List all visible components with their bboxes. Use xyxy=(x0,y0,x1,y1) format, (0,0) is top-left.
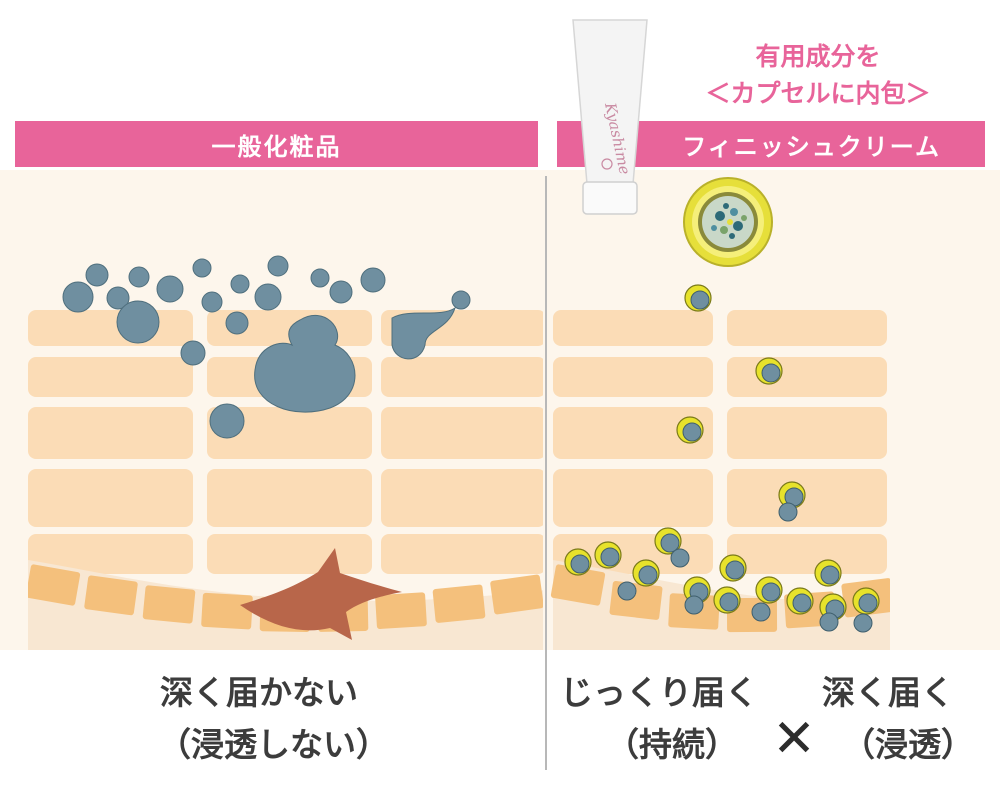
skin-cell xyxy=(381,469,543,527)
capsule-core xyxy=(761,363,781,383)
basal-cell xyxy=(201,592,253,630)
capsule-core xyxy=(820,565,840,585)
ingredient-blob-large xyxy=(254,314,356,413)
skin-cell xyxy=(381,534,543,574)
skin-cell xyxy=(727,310,887,346)
center-divider xyxy=(545,176,547,770)
skin-cell xyxy=(28,469,193,527)
capsule-core xyxy=(600,547,620,567)
capsule-core xyxy=(725,560,745,580)
capsule-core xyxy=(719,592,739,612)
basal-cell xyxy=(490,574,543,615)
skin-cell xyxy=(553,357,713,397)
ingredient-blob xyxy=(209,403,245,439)
ingredient-blob xyxy=(310,268,330,288)
ingredient-blob xyxy=(192,258,212,278)
skin-cell xyxy=(727,407,887,459)
skin-cell xyxy=(727,534,887,574)
ingredient-blob xyxy=(267,255,289,277)
product-tube-icon: Kyashime xyxy=(563,14,657,216)
ingredient-blobs-left xyxy=(62,255,471,439)
basal-cell xyxy=(375,592,427,629)
header-right-label: フィニッシュクリーム xyxy=(682,131,941,161)
skin-cell xyxy=(381,407,543,459)
capsule-callout: 有用成分を ＜カプセルに内包＞ xyxy=(668,38,968,112)
cross-icon: ✕ xyxy=(772,709,816,769)
capsule-core xyxy=(858,593,878,613)
basal-cell xyxy=(84,575,138,616)
skin-cell xyxy=(28,310,193,346)
skin-cell xyxy=(381,357,543,397)
caption-right-sustain: （持続） xyxy=(606,725,738,764)
ingredient-blob xyxy=(254,283,282,311)
basal-cell xyxy=(28,564,81,606)
skin-cells-right xyxy=(553,310,887,574)
capsule-core xyxy=(660,533,680,553)
ingredient-blob xyxy=(106,286,130,310)
capsule-core xyxy=(690,290,710,310)
capsule-icon xyxy=(683,177,773,267)
basal-cell xyxy=(432,584,486,623)
ingredient-blob xyxy=(156,275,184,303)
melanocyte-shape xyxy=(240,548,402,640)
released-ingredient xyxy=(617,581,637,601)
skin-cell xyxy=(727,357,887,397)
capsule-core xyxy=(682,422,702,442)
caption-right-penetrate: （浸透） xyxy=(842,725,974,764)
released-ingredient xyxy=(751,602,771,622)
skin-cell xyxy=(207,534,372,574)
capsules-right xyxy=(564,284,880,633)
skin-cell xyxy=(28,534,193,574)
caption-right-deep: 深く届く xyxy=(822,673,954,712)
basal-cell xyxy=(550,564,606,606)
capsule-core xyxy=(792,593,812,613)
skin-cell xyxy=(553,310,713,346)
released-ingredient xyxy=(853,613,873,633)
skin-cell xyxy=(28,357,193,397)
ingredient-blob xyxy=(225,311,249,335)
skin-cell xyxy=(553,407,713,459)
ingredient-blob xyxy=(230,274,250,294)
ingredient-blob xyxy=(201,291,223,313)
skin-cell xyxy=(28,407,193,459)
callout-line-2: ＜カプセルに内包＞ xyxy=(705,79,931,108)
released-ingredient xyxy=(778,502,798,522)
ingredient-blob xyxy=(451,290,471,310)
caption-left-line1: 深く届かない xyxy=(160,673,358,712)
capsule-core xyxy=(638,565,658,585)
basal-cell xyxy=(609,581,663,620)
skin-cell xyxy=(727,469,887,527)
ingredient-blob xyxy=(360,267,386,293)
skin-cell xyxy=(553,469,713,527)
released-ingredient xyxy=(684,595,704,615)
header-left-label: 一般化粧品 xyxy=(211,131,342,161)
ingredient-blob xyxy=(180,340,206,366)
basal-cell xyxy=(142,585,196,624)
callout-line-1: 有用成分を xyxy=(755,42,881,71)
caption-right-slow: じっくり届く xyxy=(560,673,758,712)
ingredient-blob xyxy=(85,263,109,287)
capsule-core xyxy=(570,554,590,574)
caption-left-line2: （浸透しない） xyxy=(158,725,389,764)
skin-cell xyxy=(207,407,372,459)
released-ingredient xyxy=(819,612,839,632)
ingredient-blob xyxy=(329,280,353,304)
ingredient-blob xyxy=(62,281,94,313)
skin-cell xyxy=(207,469,372,527)
ingredient-blob xyxy=(128,266,150,288)
ingredient-blob xyxy=(391,306,456,360)
ingredient-blob xyxy=(116,300,160,344)
header-general-cosmetics: 一般化粧品 xyxy=(15,121,538,167)
capsule-core xyxy=(761,582,781,602)
released-ingredient xyxy=(670,548,690,568)
